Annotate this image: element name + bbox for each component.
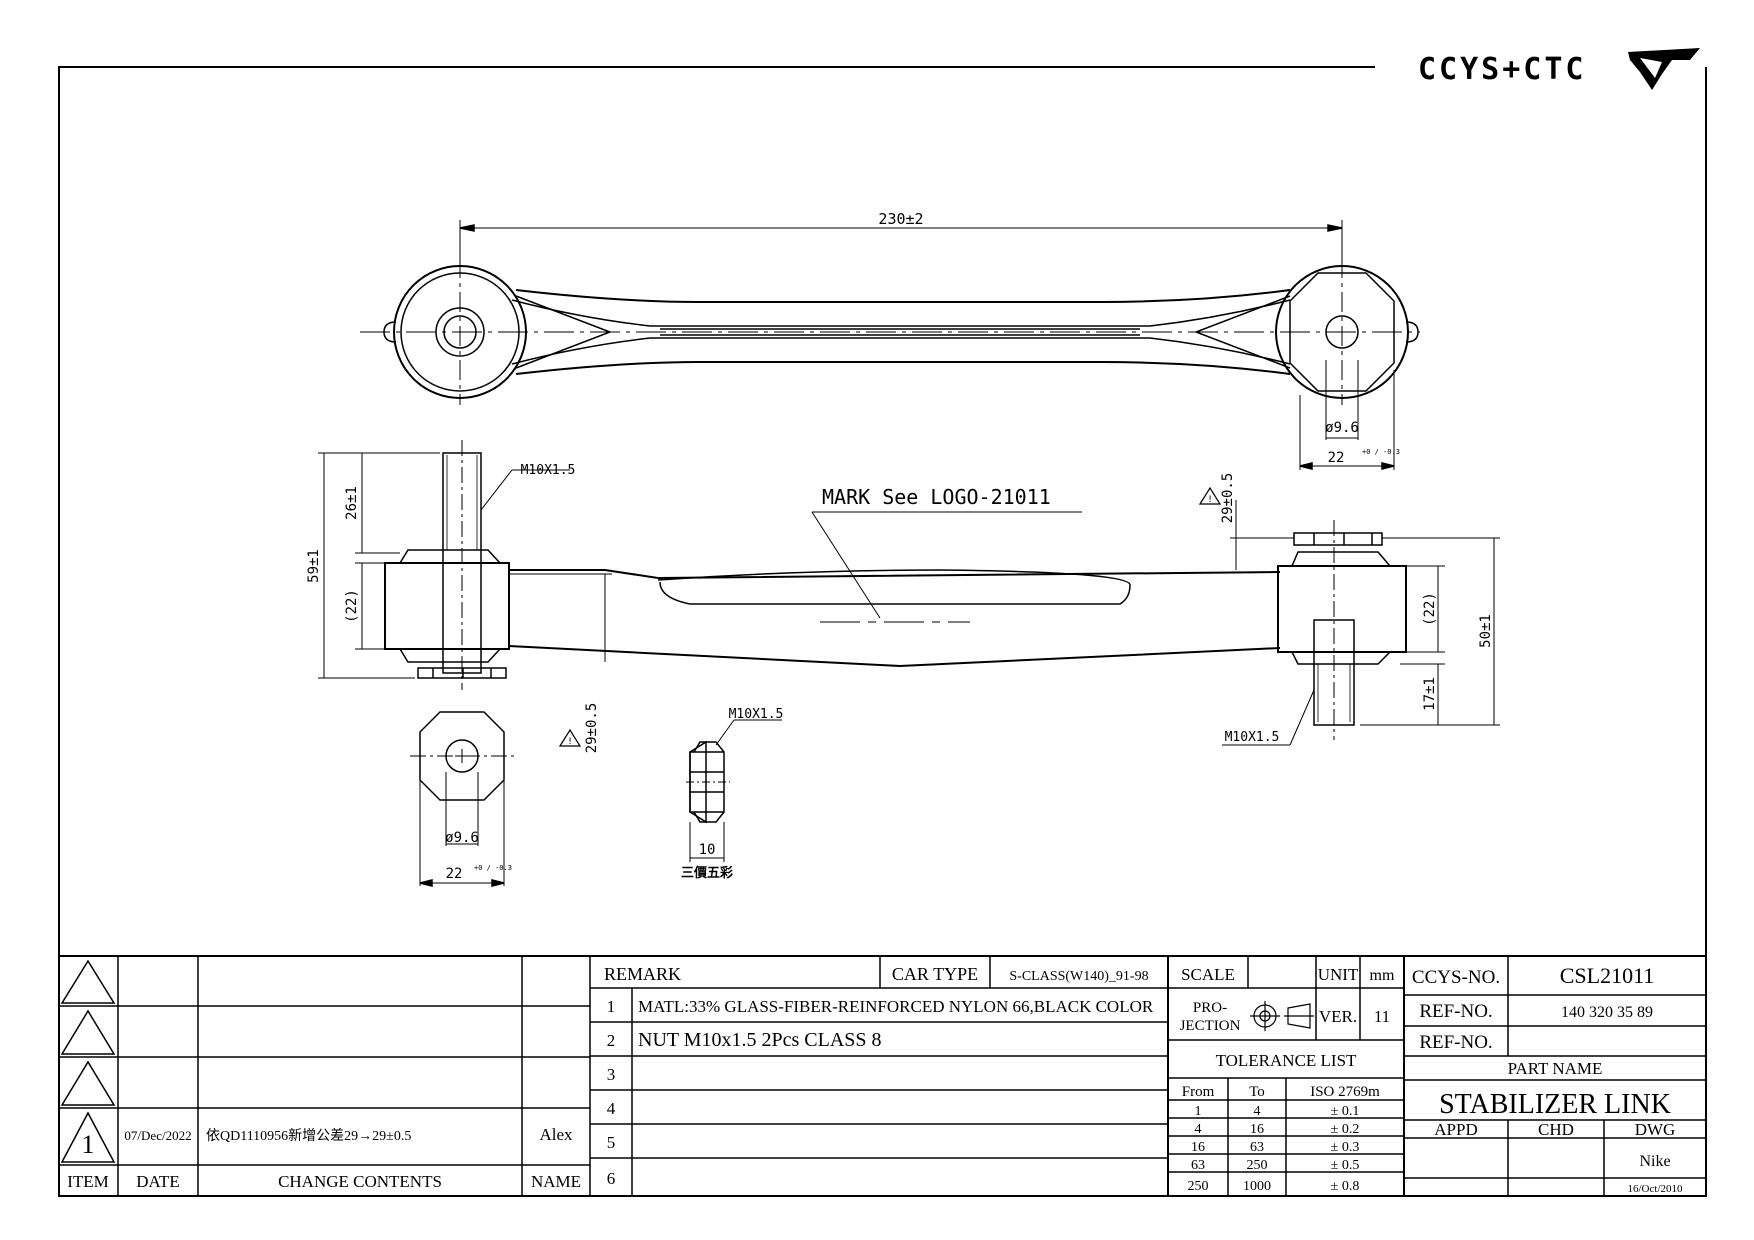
ver-value: 11 <box>1374 1007 1390 1026</box>
link-top-view <box>360 220 1420 470</box>
dim-height-right-label: 50±1 <box>1478 614 1494 648</box>
dim-dia-top-label: ø9.6 <box>1325 420 1359 436</box>
remark-1-no: 1 <box>607 997 616 1016</box>
tolerance-row-tol: ± 0.2 <box>1331 1122 1360 1137</box>
brand-text: CCYS+CTC <box>1418 52 1587 87</box>
header-change-contents: CHANGE CONTENTS <box>278 1172 442 1191</box>
dim-width-top-tol: +0 / -0.3 <box>1362 448 1400 456</box>
thread-nut-label: M10X1.5 <box>729 707 784 722</box>
car-type-value: S-CLASS(W140)_91-98 <box>1009 969 1148 984</box>
ref-no-label-2: REF-NO. <box>1419 1032 1492 1053</box>
dim-offset-right-label: 29±0.5 <box>1220 473 1236 524</box>
revision-change-contents: 依QD1110956新增公差29→29±0.5 <box>206 1128 411 1144</box>
link-side-view <box>318 440 1500 746</box>
tolerance-row-to: 1000 <box>1243 1179 1271 1194</box>
dim-overall-height-label: 59±1 <box>306 549 322 583</box>
mark-note: MARK See LOGO-21011 <box>822 485 1051 509</box>
tolerance-row-to: 4 <box>1254 1104 1261 1119</box>
ver-label: VER. <box>1319 1007 1357 1026</box>
scale-label: SCALE <box>1181 965 1235 984</box>
remark-2-no: 2 <box>607 1031 616 1050</box>
third-angle-projection-icon <box>1250 1001 1314 1031</box>
remark-1-text: MATL:33% GLASS-FIBER-REINFORCED NYLON 66… <box>638 997 1154 1016</box>
caution-icon: ! <box>1198 486 1222 505</box>
appd-label: APPD <box>1434 1120 1477 1139</box>
ccys-no-value: CSL21011 <box>1560 963 1655 988</box>
nut-drawing <box>686 719 782 862</box>
header-date: DATE <box>136 1172 179 1191</box>
title-block-grid <box>59 955 1706 1196</box>
tolerance-row-tol: ± 0.3 <box>1331 1140 1360 1155</box>
dim-bush-right-label: (22) <box>1422 592 1438 626</box>
dim-width-top-label: 22 <box>1328 450 1345 466</box>
projection-label-1: PRO- <box>1193 1000 1227 1016</box>
tolerance-row-to: 16 <box>1250 1122 1264 1137</box>
tolerance-row-from: 63 <box>1191 1158 1205 1173</box>
dim-thread-len-left-label: 26±1 <box>344 486 360 520</box>
tolerance-row-from: 4 <box>1195 1122 1202 1137</box>
tolerance-header-iso: ISO 2769m <box>1310 1084 1380 1100</box>
tolerance-row-tol: ± 0.5 <box>1331 1158 1360 1173</box>
dwg-date: 16/Oct/2010 <box>1628 1183 1683 1195</box>
dim-thread-len-right-label: 17±1 <box>1422 677 1438 711</box>
tolerance-row-from: 250 <box>1188 1179 1209 1194</box>
dim-width-bottom-tol: +0 / -0.3 <box>474 864 512 872</box>
tolerance-title: TOLERANCE LIST <box>1216 1051 1357 1070</box>
part-name-value: STABILIZER LINK <box>1439 1089 1671 1120</box>
caution-icon: ! <box>558 728 582 747</box>
header-item: ITEM <box>67 1172 109 1191</box>
remark-2-text: NUT M10x1.5 2Pcs CLASS 8 <box>638 1029 882 1051</box>
tolerance-row-from: 16 <box>1191 1140 1205 1155</box>
thread-top-left-label: M10X1.5 <box>521 463 576 478</box>
dwg-name: Nike <box>1639 1153 1670 1170</box>
revision-item-number: 1 <box>82 1130 95 1159</box>
revision-name: Alex <box>539 1125 573 1144</box>
dim-length-label: 230±2 <box>878 210 923 228</box>
header-name: NAME <box>531 1172 581 1191</box>
remark-3-no: 3 <box>607 1065 616 1084</box>
tolerance-row-from: 1 <box>1195 1104 1202 1119</box>
remark-4-no: 4 <box>607 1099 616 1118</box>
unit-label: UNIT <box>1318 965 1359 984</box>
revision-date: 07/Dec/2022 <box>124 1128 191 1143</box>
tolerance-header-from: From <box>1182 1084 1215 1100</box>
tolerance-header-to: To <box>1249 1084 1265 1100</box>
dim-bush-left-label: (22) <box>344 589 360 623</box>
remark-6-no: 6 <box>607 1169 616 1188</box>
ccys-no-label: CCYS-NO. <box>1412 967 1500 988</box>
dim-nut-width-label: 10 <box>699 842 716 858</box>
brand-emblem-icon <box>1628 48 1700 90</box>
ref-no-label-1: REF-NO. <box>1419 1001 1492 1022</box>
brand-logo: CCYS+CTC <box>1418 48 1700 90</box>
tolerance-row-tol: ± 0.8 <box>1331 1179 1360 1194</box>
remark-5-no: 5 <box>607 1133 616 1152</box>
tolerance-row-to: 250 <box>1247 1158 1268 1173</box>
dim-width-bottom-label: 22 <box>446 866 463 882</box>
ref-no-value-1: 140 320 35 89 <box>1561 1004 1653 1021</box>
tolerance-rows: 1 4 ± 0.1 4 16 ± 0.2 16 63 ± 0.3 63 250 … <box>1188 1104 1360 1194</box>
dim-dia-bottom-label: ø9.6 <box>445 830 479 846</box>
svg-text:!: ! <box>1208 495 1212 505</box>
car-type-label: CAR TYPE <box>892 964 978 984</box>
thread-bottom-right-label: M10X1.5 <box>1225 730 1280 745</box>
end-view <box>410 711 514 887</box>
nut-note: 三價五彩 <box>681 865 733 881</box>
part-name-label: PART NAME <box>1508 1059 1603 1078</box>
tolerance-row-tol: ± 0.1 <box>1331 1104 1360 1119</box>
dim-offset-left-label: 29±0.5 <box>584 703 600 754</box>
chd-label: CHD <box>1538 1120 1574 1139</box>
unit-value: mm <box>1370 967 1395 984</box>
projection-label-2: JECTION <box>1180 1018 1241 1034</box>
tolerance-row-to: 63 <box>1250 1140 1264 1155</box>
drawing-border <box>58 66 1707 1197</box>
dwg-label: DWG <box>1635 1120 1676 1139</box>
remark-title: REMARK <box>604 964 681 984</box>
svg-text:!: ! <box>568 737 572 747</box>
